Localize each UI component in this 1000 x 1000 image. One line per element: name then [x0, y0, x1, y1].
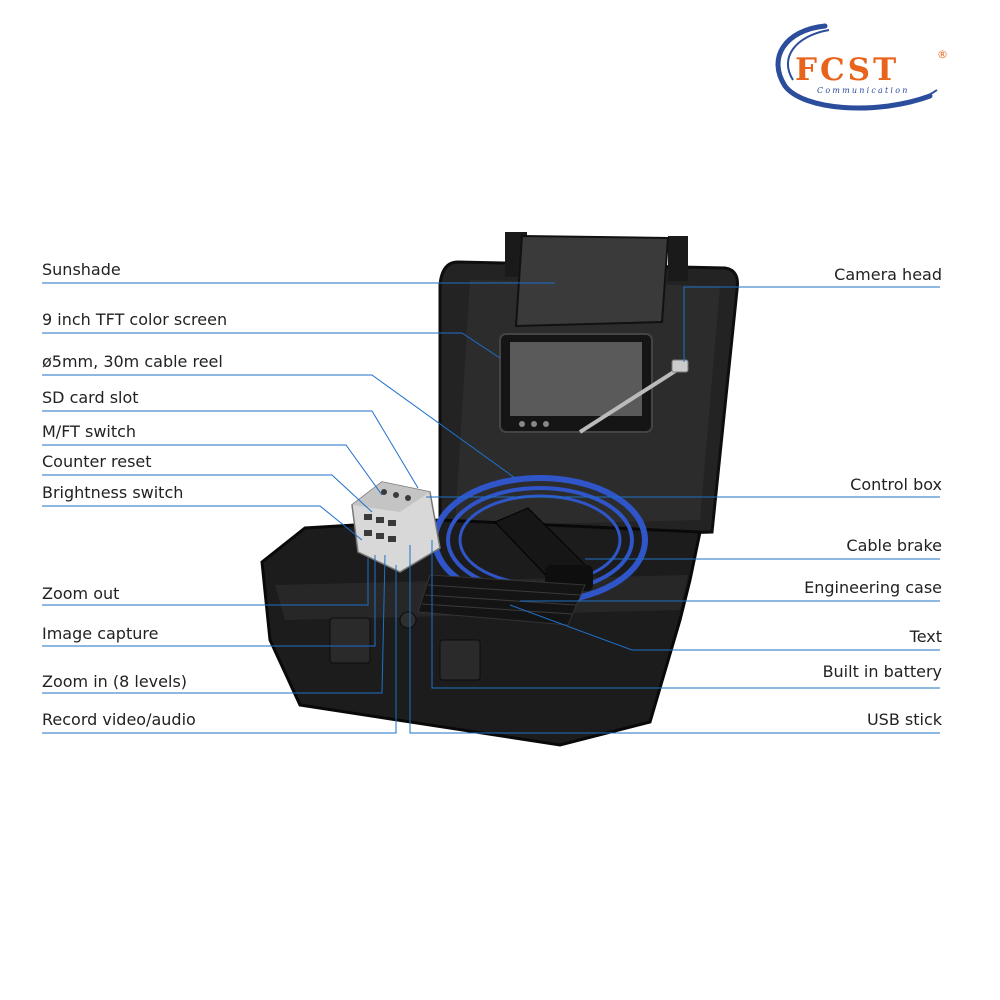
label-control-box: Control box — [850, 475, 942, 494]
brand-name: FCST — [795, 52, 900, 88]
leader-lines — [42, 282, 940, 734]
label-sunshade: Sunshade — [42, 260, 121, 279]
label-counter-reset: Counter reset — [42, 452, 152, 471]
tft-screen — [499, 333, 653, 433]
lid-hinge-right — [668, 236, 688, 281]
keyboard — [417, 574, 586, 626]
label-image-capture: Image capture — [42, 624, 159, 643]
label-sd-card-slot: SD card slot — [42, 388, 139, 407]
control-box — [351, 481, 441, 573]
label-mft-switch: M/FT switch — [42, 422, 137, 441]
label-zoom-in: Zoom in (8 levels) — [42, 672, 188, 691]
brand-subtitle: Communication — [817, 86, 910, 95]
label-engineering-case: Engineering case — [804, 578, 942, 597]
label-built-in-battery: Built in battery — [822, 662, 942, 681]
sunshade — [514, 234, 670, 328]
label-record-video-audio: Record video/audio — [42, 710, 196, 729]
camera-head — [578, 359, 689, 434]
brand-logo: FCST ® Communication — [765, 18, 955, 118]
label-cable-brake: Cable brake — [846, 536, 942, 555]
label-zoom-out: Zoom out — [42, 584, 120, 603]
registered-mark: ® — [937, 48, 948, 61]
label-brightness-switch: Brightness switch — [42, 483, 184, 502]
logo-swoosh-icon — [775, 23, 938, 111]
label-text: Text — [909, 627, 942, 646]
case-body — [260, 518, 702, 747]
label-tft-screen: 9 inch TFT color screen — [42, 310, 228, 329]
label-camera-head: Camera head — [834, 265, 942, 284]
label-usb-stick: USB stick — [866, 710, 942, 729]
label-cable-reel: ø5mm, 30m cable reel — [42, 352, 223, 371]
